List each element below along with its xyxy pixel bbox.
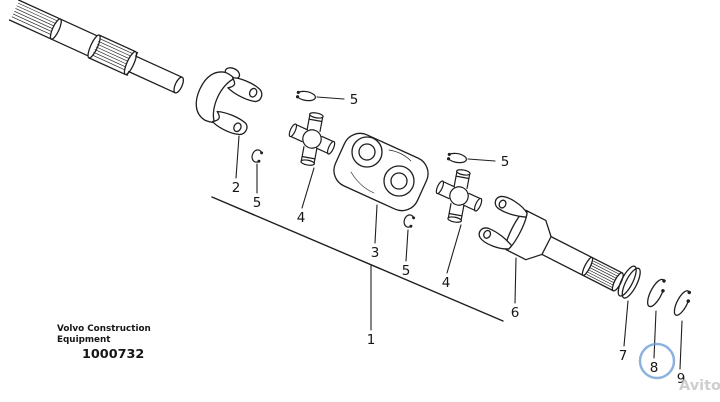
callout-5a: 5 xyxy=(253,195,262,211)
callout-1: 1 xyxy=(367,332,376,348)
leader-line-4b xyxy=(446,224,462,274)
outer-yoke-drawing xyxy=(195,67,263,136)
axle-shaft-drawing xyxy=(8,0,185,94)
inner-yoke-shaft-drawing xyxy=(478,195,624,292)
leader-line-5d xyxy=(467,158,496,162)
callout-8: 8 xyxy=(650,360,659,376)
callout-5c: 5 xyxy=(402,263,411,279)
assembly-reference-line xyxy=(211,196,504,322)
retaining-ring-8-drawing xyxy=(646,278,666,308)
callout-7: 7 xyxy=(619,348,628,364)
u-joint-spider-2 xyxy=(425,160,493,232)
callout-9: 9 xyxy=(677,371,686,387)
leader-line-9 xyxy=(679,320,683,370)
lock-ring-top-2 xyxy=(446,151,468,165)
center-yoke-drawing xyxy=(333,132,429,212)
part-number: 1000732 xyxy=(82,347,144,362)
brand-line-2: Equipment xyxy=(57,335,110,345)
watermark-circle-icon xyxy=(638,342,676,380)
leader-line-6 xyxy=(514,257,517,304)
circlip-side-1 xyxy=(249,147,264,164)
callout-4a: 4 xyxy=(297,210,306,226)
callout-5d: 5 xyxy=(501,154,510,170)
leader-line-4a xyxy=(301,167,315,209)
leader-line-7 xyxy=(623,300,629,347)
callout-5b: 5 xyxy=(350,92,359,108)
leader-line-2 xyxy=(235,135,240,179)
callout-labels: 2 5 4 5 3 5 4 5 6 1 7 8 9 xyxy=(232,92,686,387)
footer-block: Volvo Construction Equipment 1000732 xyxy=(57,324,151,362)
callout-4b: 4 xyxy=(442,275,451,291)
leader-line-5b xyxy=(316,96,345,100)
watermark: Avito xyxy=(638,342,720,394)
watermark-text: Avito xyxy=(679,378,720,394)
drawing-layer xyxy=(8,0,692,370)
leader-line-8 xyxy=(653,310,657,359)
callout-2: 2 xyxy=(232,180,241,196)
brand-line-1: Volvo Construction xyxy=(57,324,151,334)
circlip-side-2 xyxy=(401,212,416,229)
callout-6: 6 xyxy=(511,305,520,321)
u-joint-spider-1 xyxy=(278,103,346,175)
leader-line-3 xyxy=(374,204,378,244)
snap-ring-9-drawing xyxy=(673,290,692,316)
retaining-ring-7-drawing xyxy=(617,265,641,299)
callout-3: 3 xyxy=(371,245,380,261)
lock-ring-top-1 xyxy=(295,89,317,103)
leader-line-5c xyxy=(405,229,409,262)
